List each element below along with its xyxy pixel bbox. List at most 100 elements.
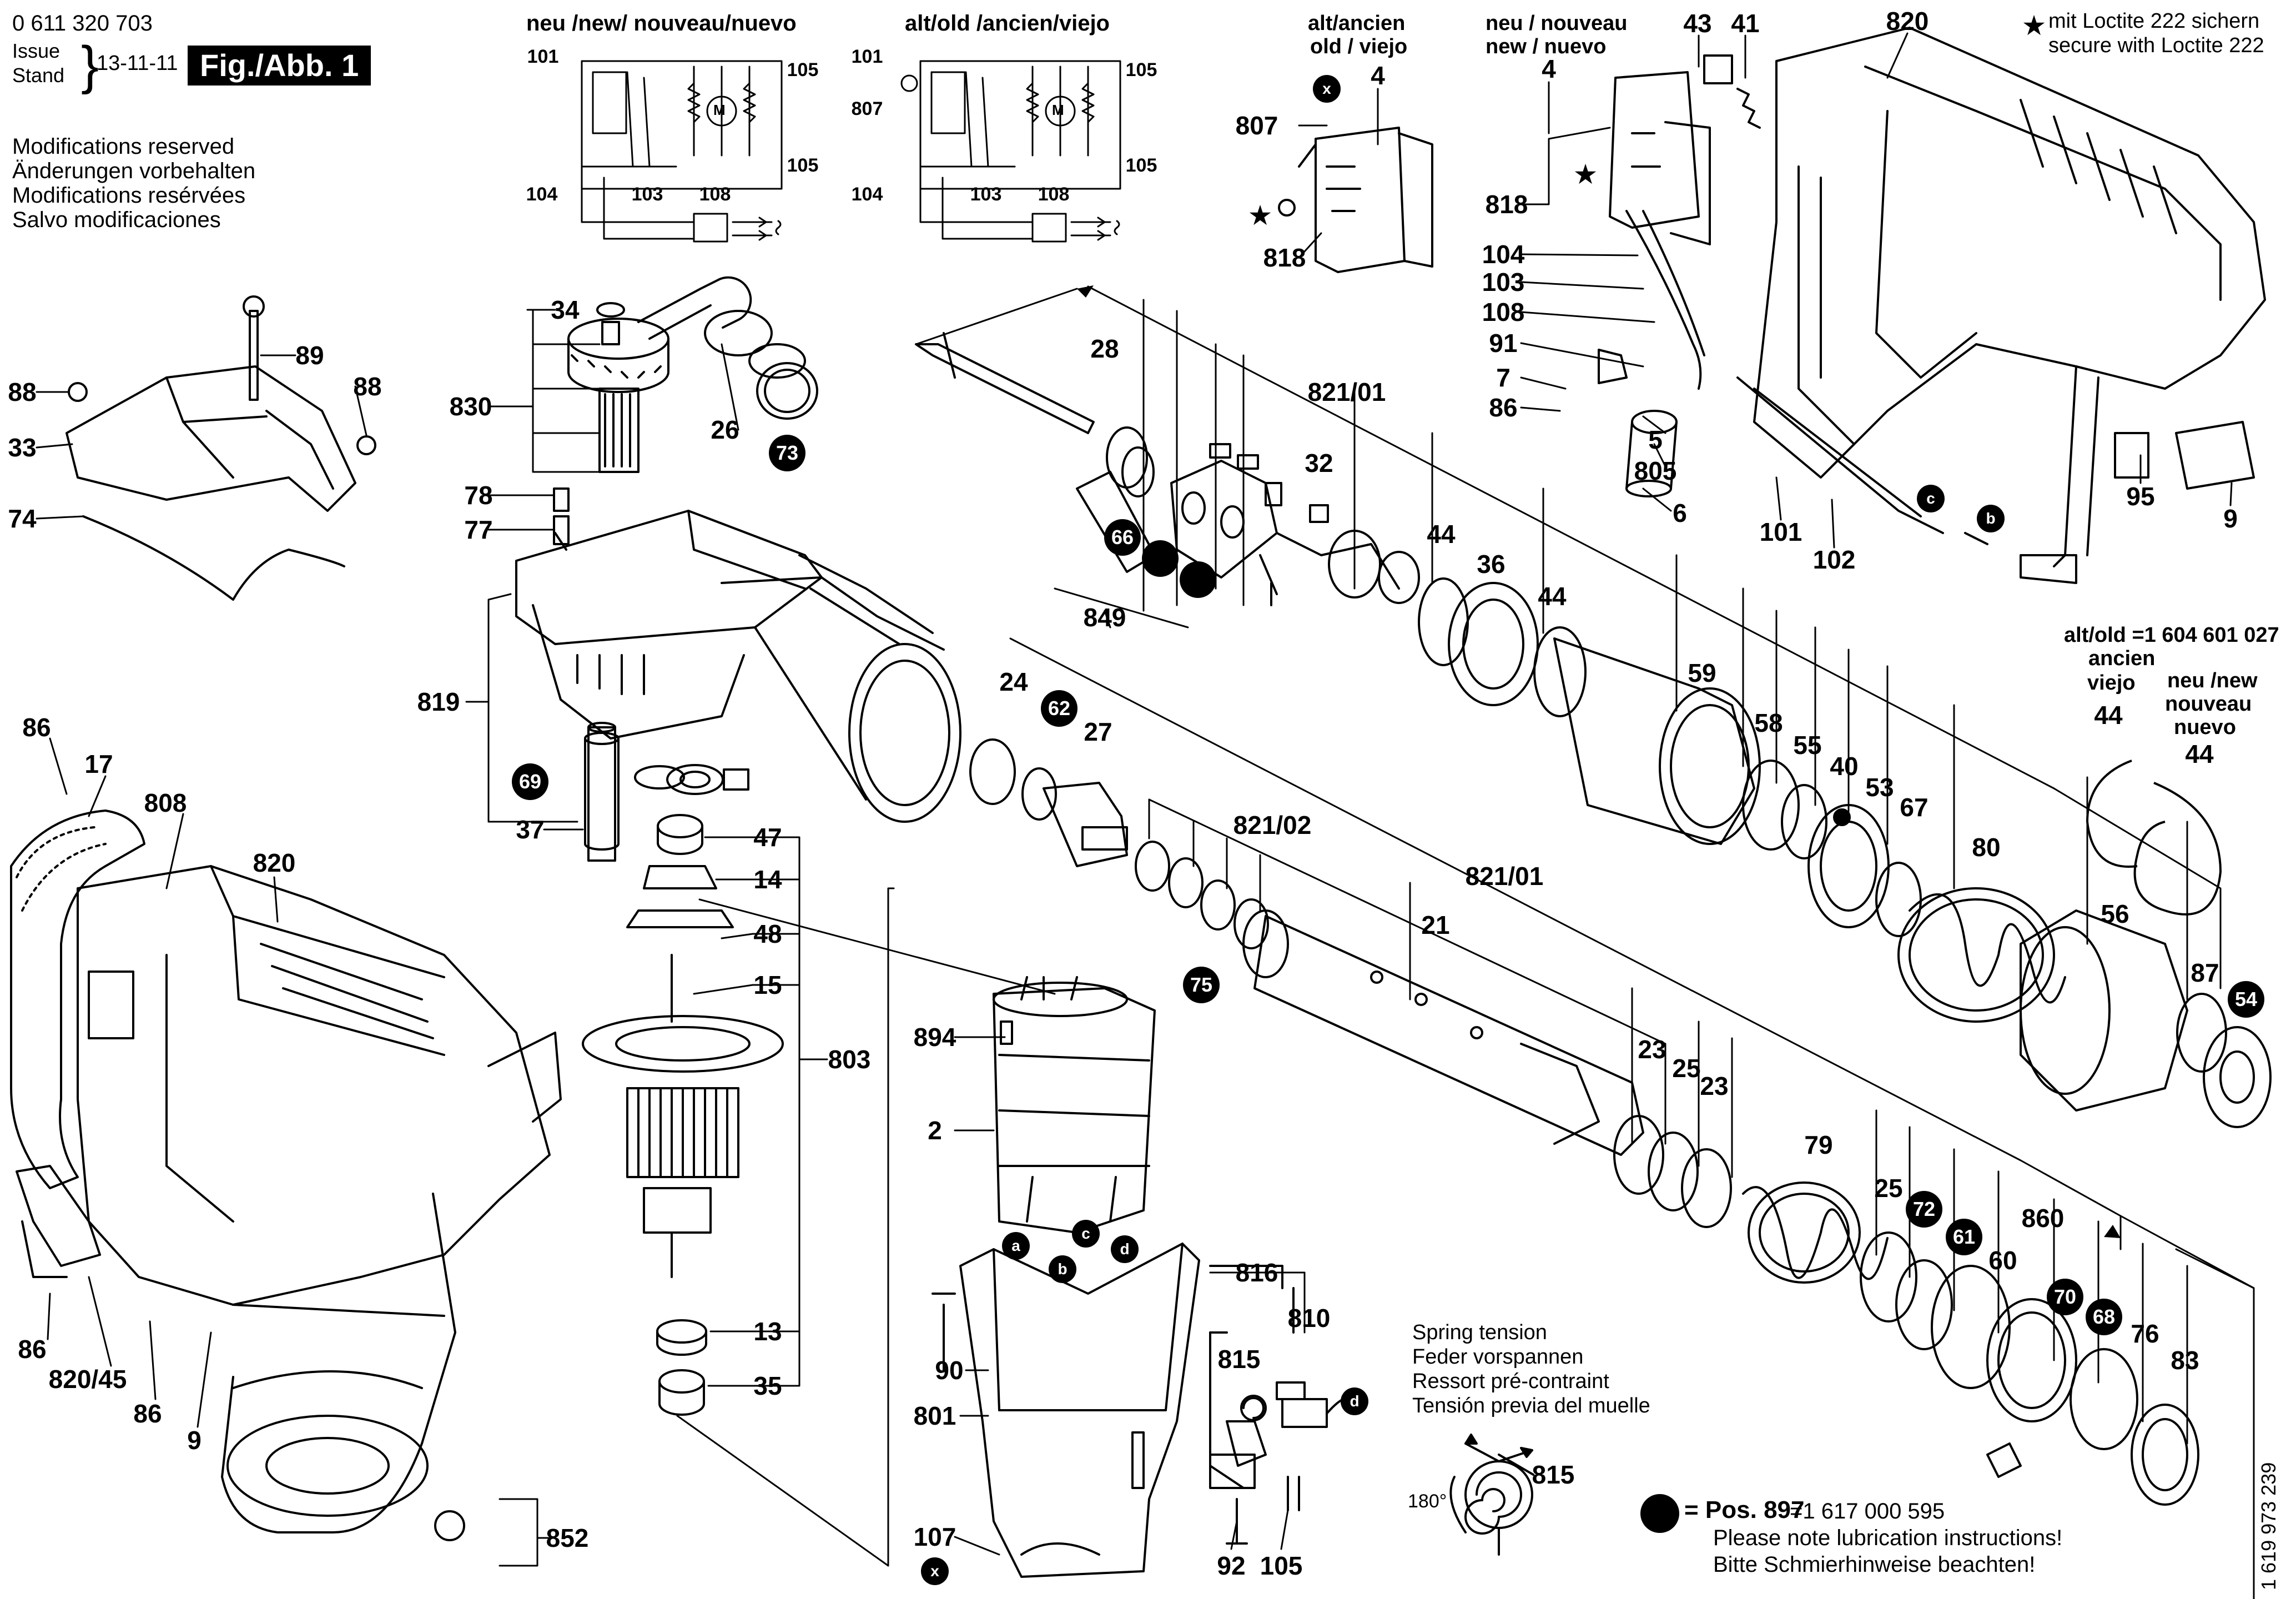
connector-marker: c: [1917, 485, 1945, 512]
wiring-new-label: 101: [527, 46, 559, 67]
spring-text-es: Tensión previa del muelle: [1412, 1394, 1650, 1417]
part-label: 894: [913, 1023, 956, 1052]
connector-marker: d: [1341, 1387, 1368, 1415]
switch-old-title-2: old / viejo: [1310, 35, 1408, 58]
part-label: 26: [711, 415, 739, 444]
part-label: 9: [2223, 504, 2238, 533]
switch-new-title-1: neu / nouveau: [1486, 12, 1628, 35]
ring-old-sub-2: viejo: [2087, 671, 2136, 695]
crank-gear-assembly: [567, 276, 818, 473]
connector-marker: b: [1977, 505, 2005, 532]
part-label: 105: [1260, 1551, 1303, 1580]
connector-marker: c: [1072, 1220, 1100, 1248]
part-label: 21: [1421, 911, 1450, 939]
part-label: 818: [1485, 190, 1528, 219]
part-label: 819: [417, 687, 460, 716]
part-label: 15: [753, 971, 782, 999]
part-label: 55: [1793, 731, 1822, 760]
part-label: 108: [1482, 298, 1525, 326]
part-label: 89: [295, 341, 324, 370]
ring-new-sub-2: nouveau: [2165, 692, 2252, 716]
brace: }: [81, 36, 99, 95]
ring-old-number: 44: [2094, 701, 2123, 730]
lube-disc: 69: [512, 763, 548, 800]
part-label: 95: [2126, 482, 2155, 511]
part-label: 830: [449, 392, 492, 421]
part-label: 86: [1489, 393, 1518, 422]
wiring-new-label: 108: [699, 184, 731, 205]
lube-pos-label: = Pos. 897: [1684, 1496, 1805, 1523]
part-label: 821/01: [1465, 862, 1544, 891]
part-label: 37: [516, 815, 545, 844]
part-label: 79: [1804, 1130, 1833, 1159]
part-label: 58: [1754, 708, 1783, 737]
part-label: 4: [1371, 61, 1385, 90]
part-label: 74: [8, 504, 37, 533]
part-label: 17: [84, 750, 113, 778]
modifications-es: Salvo modificaciones: [12, 208, 221, 232]
wiring-diagram-old: [900, 60, 1121, 243]
part-label: 9: [187, 1426, 202, 1455]
part-label: 7: [1496, 363, 1510, 392]
wiring-new-label: 105: [787, 59, 819, 81]
switch-new-title-2: new / nuevo: [1486, 35, 1607, 58]
switch-old: [1278, 127, 1433, 273]
part-label: 32: [1305, 449, 1333, 477]
loctite-star-icon: ★: [1573, 159, 1598, 190]
motor-symbol: M: [1052, 102, 1064, 118]
spring-text-fr: Ressort pré-contraint: [1412, 1370, 1609, 1393]
spring-part: 815: [1532, 1460, 1575, 1489]
part-label: 59: [1688, 658, 1716, 687]
part-label: 86: [133, 1399, 162, 1428]
motor-housing: [10, 809, 562, 1541]
wiring-old-label: 807: [851, 98, 883, 119]
connector-marker: x: [1313, 75, 1341, 103]
part-label: 25: [1874, 1174, 1903, 1203]
spring-tension-sketch: [1449, 1434, 1534, 1556]
modifications-de: Änderungen vorbehalten: [12, 159, 256, 183]
spring-text-de: Feder vorspannen: [1412, 1345, 1584, 1369]
field-stator: [993, 976, 1156, 1234]
part-label: 803: [828, 1045, 871, 1074]
part-label: 87: [2191, 958, 2219, 987]
wiring-new-label: 104: [526, 184, 558, 205]
part-label: 805: [1634, 456, 1677, 485]
lube-disc: 68: [2086, 1299, 2122, 1335]
modifications-fr: Modifications resérvées: [12, 183, 246, 208]
loctite-star-icon: ★: [2021, 10, 2047, 41]
lube-disc: 75: [1183, 967, 1220, 1003]
lube-disc: 62: [1041, 690, 1077, 727]
hammer-tube-parts: [1418, 577, 2272, 1128]
switch-old-title-1: alt/ancien: [1308, 12, 1406, 35]
part-label: 815: [1217, 1345, 1261, 1374]
part-label: 56: [2101, 899, 2129, 928]
assembly-bracket-lines: [676, 285, 2255, 1599]
loctite-star-icon: ★: [1247, 200, 1273, 231]
lube-disc: 73: [769, 435, 805, 471]
part-label: 43: [1683, 9, 1712, 38]
lube-disc: 61: [1946, 1219, 1982, 1255]
part-label: 821/01: [1307, 378, 1386, 406]
part-label: 34: [551, 295, 580, 324]
part-label: 86: [18, 1335, 47, 1364]
part-label: 821/02: [1233, 811, 1312, 839]
ring-old-sub-1: ancien: [2088, 647, 2156, 670]
part-label: 816: [1235, 1258, 1278, 1287]
spring-angle: 180°: [1408, 1491, 1447, 1512]
ring-new-number: 44: [2185, 740, 2214, 768]
part-label: 807: [1235, 111, 1278, 140]
part-label: 818: [1263, 243, 1306, 272]
loctite-line-2: secure with Loctite 222: [2048, 34, 2264, 57]
part-label: 820: [1886, 7, 1929, 36]
part-label: 53: [1865, 773, 1894, 802]
wiring-old-label: 105: [1125, 155, 1157, 176]
part-label: 801: [913, 1401, 956, 1430]
part-label: 77: [464, 515, 493, 544]
part-label: 820/45: [48, 1365, 127, 1394]
connector-marker: x: [921, 1557, 949, 1585]
lube-disc: 72: [1906, 1191, 1942, 1228]
part-label: 27: [1084, 717, 1112, 746]
tool-shaft-assembly: [915, 332, 1420, 606]
